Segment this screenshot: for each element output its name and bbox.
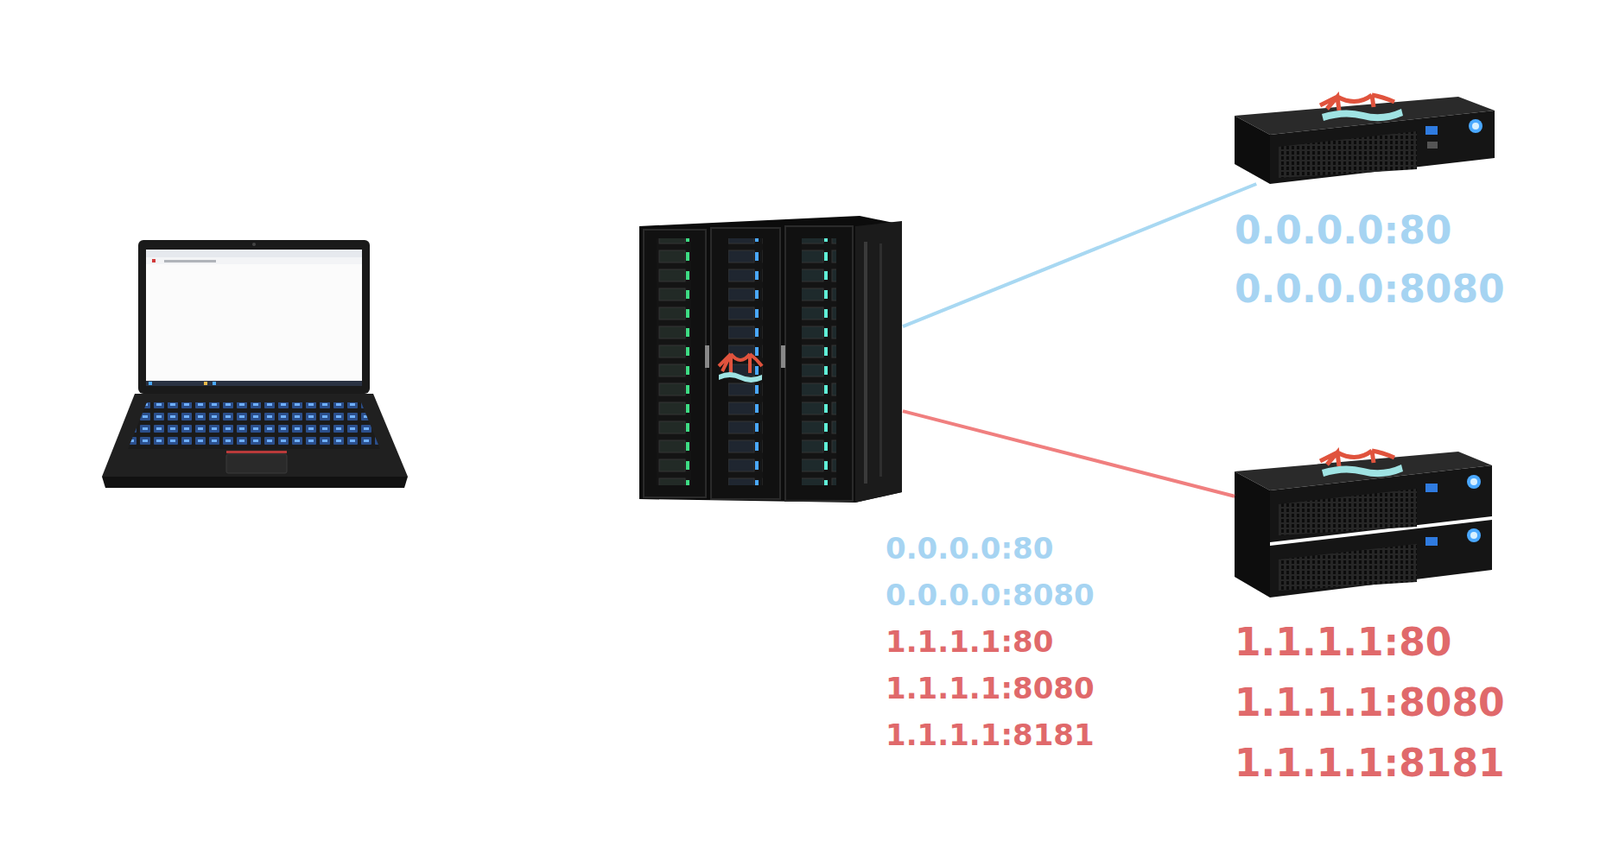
- network-link: [902, 184, 1257, 327]
- device-node: 0.0.0.0:800.0.0.0:80801.1.1.1:801.1.1.1:…: [634, 212, 903, 503]
- server-unit: [1234, 95, 1495, 185]
- device-node: 0.0.0.0:800.0.0.0:8080: [1234, 96, 1495, 185]
- address-label: 1.1.1.1:8080: [1234, 673, 1505, 734]
- device-node: 1.1.1.1:801.1.1.1:80801.1.1.1:8181: [1234, 451, 1493, 608]
- address-list: 0.0.0.0:800.0.0.0:80801.1.1.1:801.1.1.1:…: [885, 525, 1095, 759]
- address-label: 1.1.1.1:8080: [885, 665, 1095, 712]
- address-label: 0.0.0.0:8080: [885, 571, 1095, 619]
- address-list: 1.1.1.1:801.1.1.1:80801.1.1.1:8181: [1234, 612, 1505, 794]
- server-rack: [639, 215, 902, 503]
- address-label: 1.1.1.1:80: [1234, 612, 1505, 674]
- address-label: 0.0.0.0:8080: [1234, 260, 1505, 319]
- address-label: 0.0.0.0:80: [1234, 201, 1505, 261]
- address-label: 1.1.1.1:80: [885, 618, 1095, 666]
- address-label: 0.0.0.0:80: [885, 525, 1095, 572]
- network-link: [902, 411, 1235, 497]
- address-label: 1.1.1.1:8181: [1234, 733, 1505, 794]
- laptop: [101, 240, 408, 489]
- server-stack: [1234, 450, 1493, 598]
- address-list: 0.0.0.0:800.0.0.0:8080: [1234, 201, 1505, 319]
- address-label: 1.1.1.1:8181: [885, 711, 1095, 759]
